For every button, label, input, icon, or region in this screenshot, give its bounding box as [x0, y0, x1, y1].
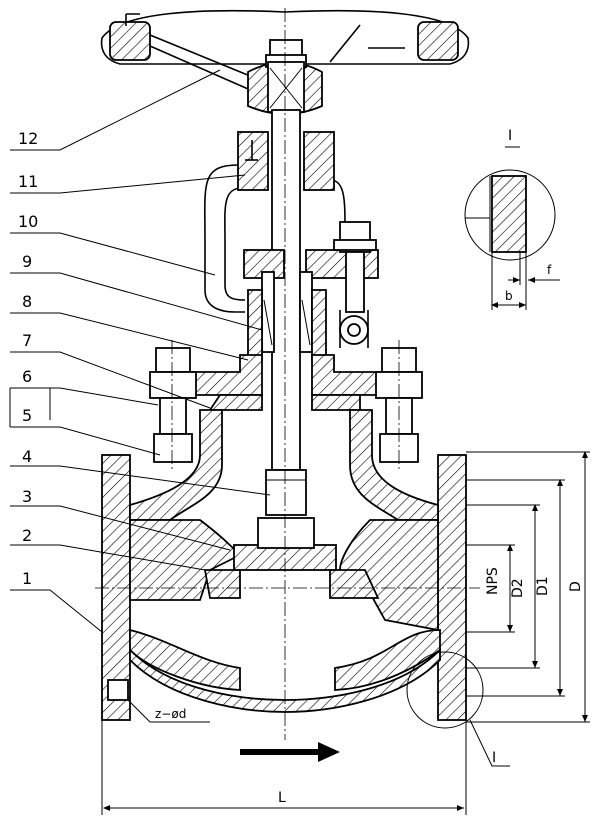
detail-title: I [508, 128, 512, 144]
dim-l: L [278, 790, 286, 806]
callout-2: 2 [22, 526, 32, 545]
callout-5: 5 [22, 406, 32, 425]
stem [265, 61, 307, 516]
valve-body [101, 409, 467, 721]
dim-d: D [568, 581, 584, 592]
yoke [203, 131, 346, 313]
dim-d1: D1 [535, 576, 551, 596]
flow-arrow-icon [240, 742, 340, 762]
callout-1: 1 [22, 569, 32, 588]
stuffing-box [243, 221, 379, 361]
callout-6: 6 [22, 367, 32, 386]
callout-7: 7 [22, 331, 32, 350]
detail-view-i: I [464, 128, 560, 310]
callout-leaders [9, 69, 271, 633]
bolt-note: z−ød [155, 707, 186, 721]
detail-dim-b: b [505, 289, 513, 303]
callout-10: 10 [18, 212, 38, 231]
dim-nps: NPS [485, 567, 501, 595]
dim-d2: D2 [510, 578, 526, 598]
callout-9: 9 [22, 252, 32, 271]
bonnet [149, 340, 423, 470]
callout-8: 8 [22, 292, 32, 311]
callout-3: 3 [22, 487, 32, 506]
callout-11: 11 [18, 172, 38, 191]
detail-circle-ref [406, 651, 484, 729]
callout-12: 12 [18, 129, 38, 148]
detail-dim-f: f [547, 263, 552, 277]
dimension-lines [101, 451, 590, 815]
detail-ref-label: I [492, 750, 496, 766]
callout-4: 4 [22, 447, 32, 466]
